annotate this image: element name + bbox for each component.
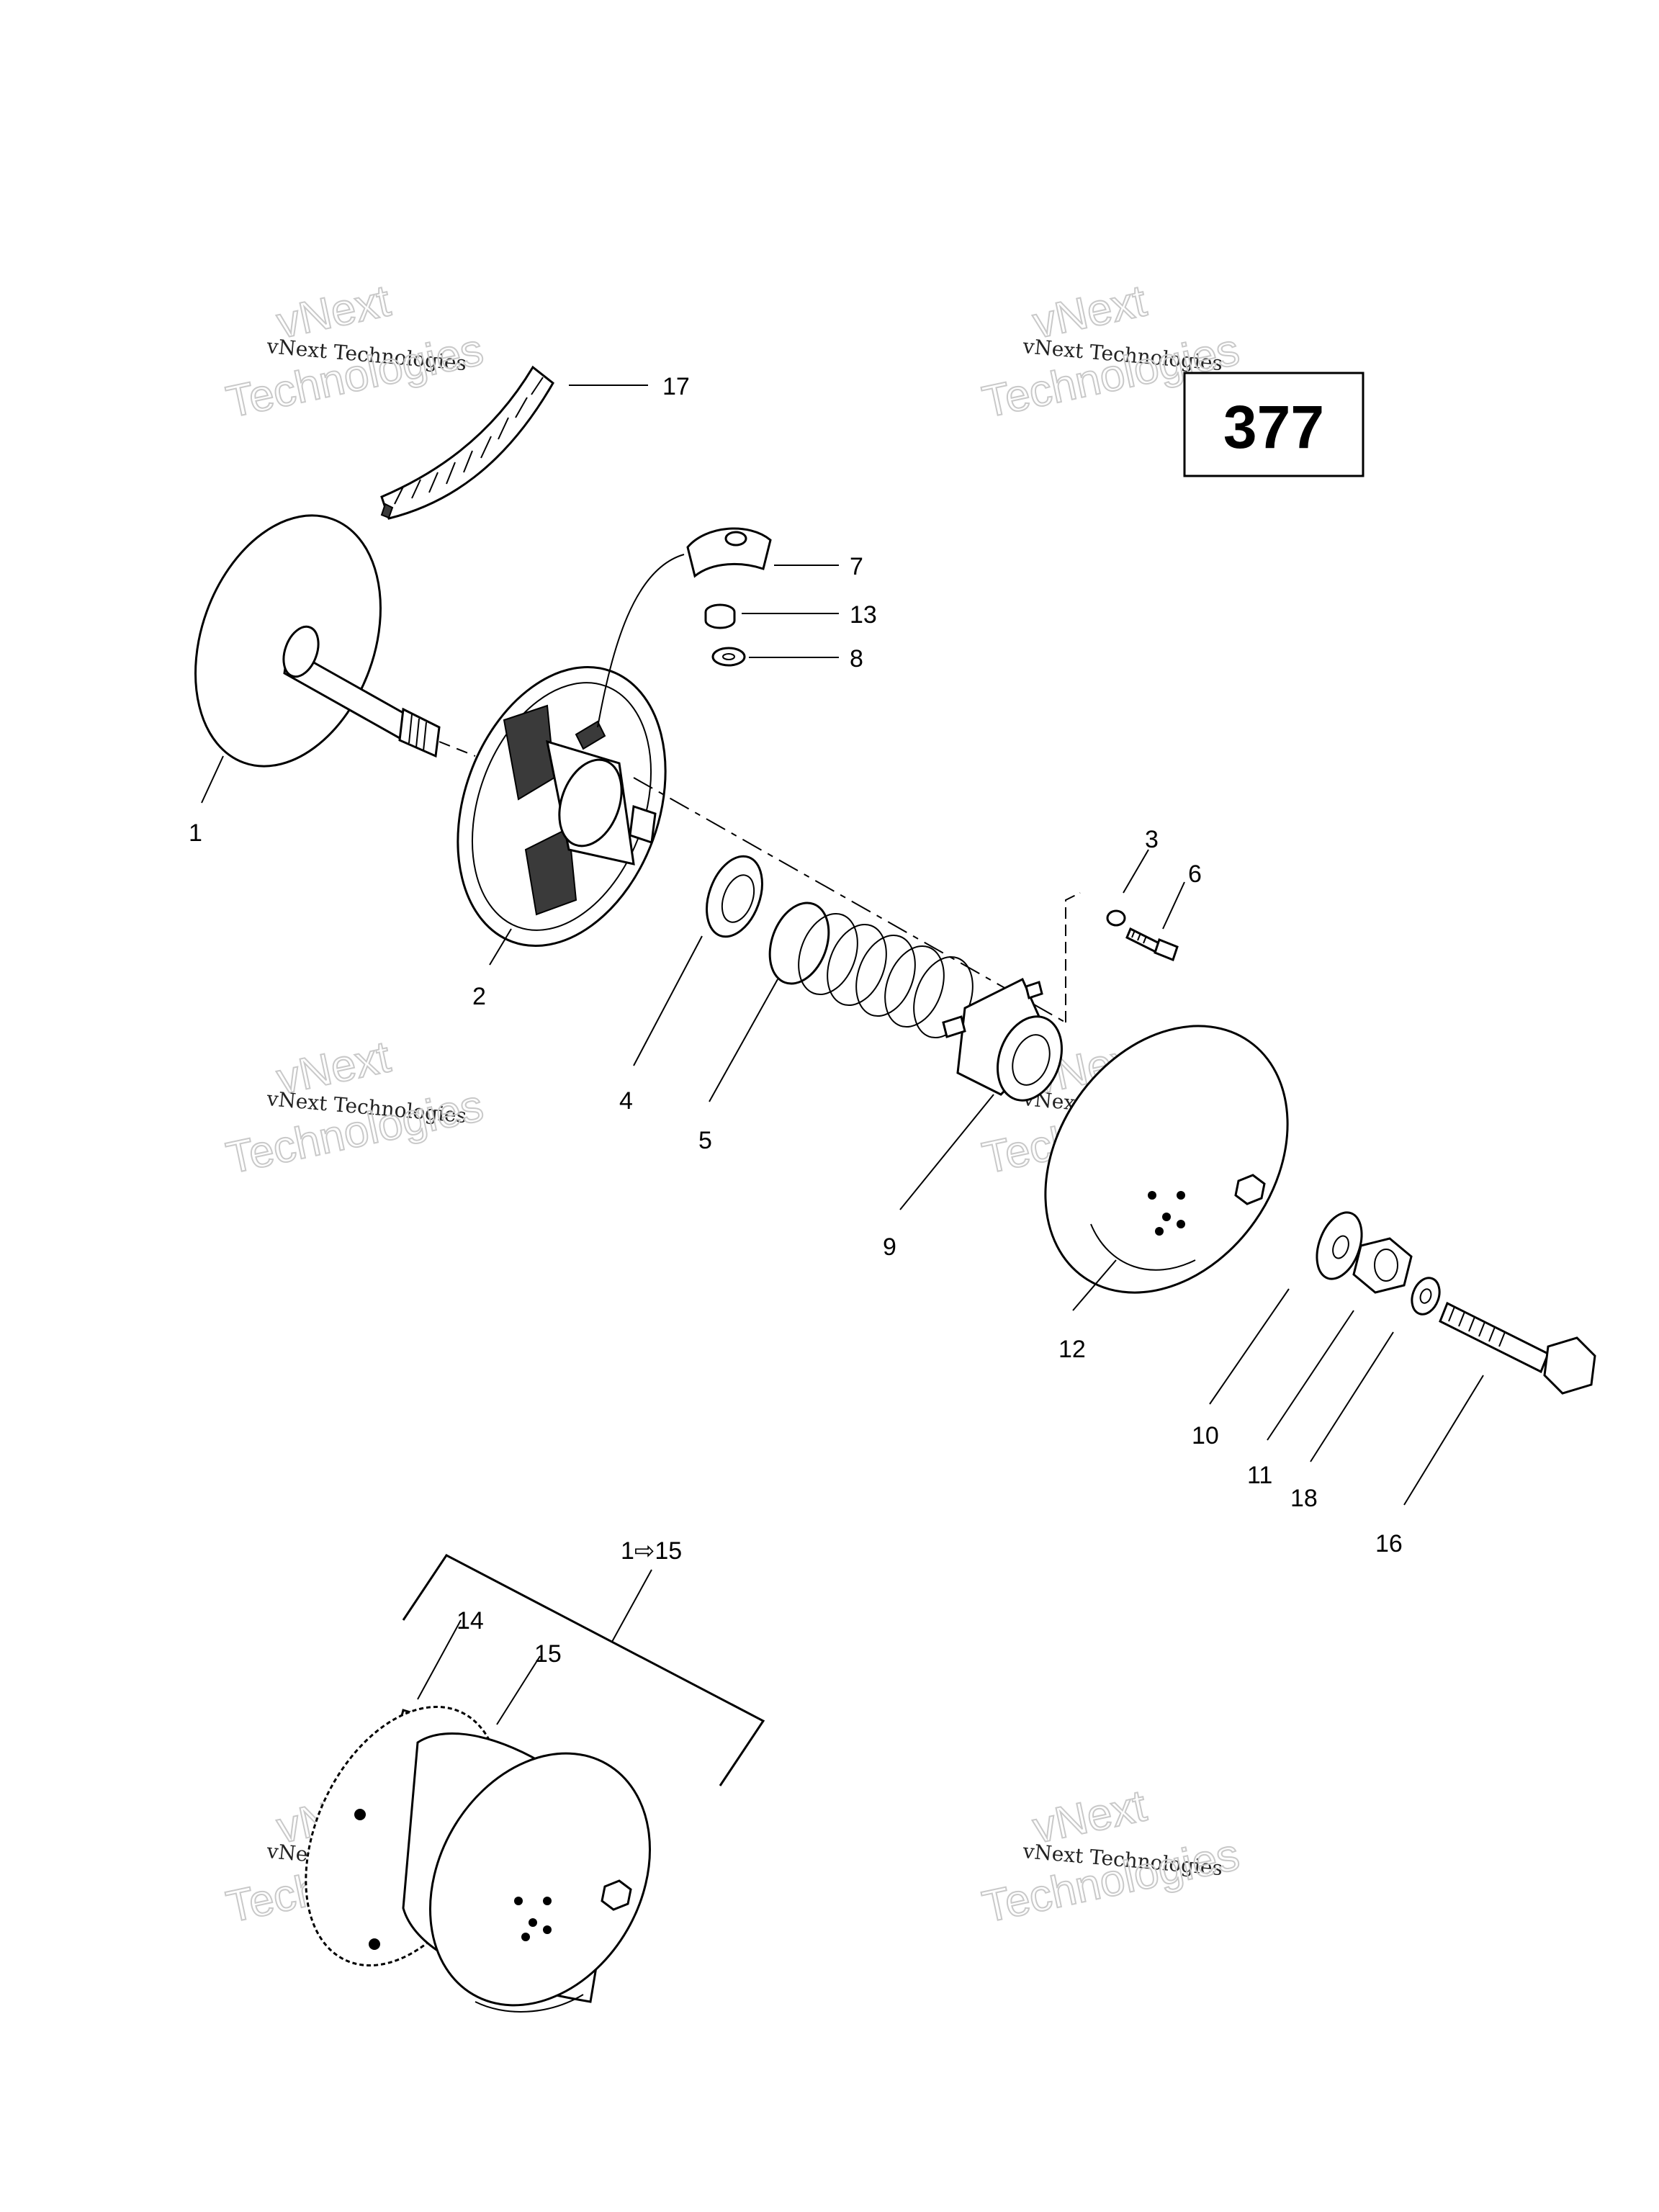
callout-assembly: 1⇨15 [621,1537,682,1565]
screw-part-6 [1125,927,1179,961]
callout-3: 3 [1145,826,1159,853]
callout-17: 17 [662,373,690,400]
callout-4: 4 [619,1087,633,1115]
nut-part-11 [1352,1237,1413,1294]
watermark-line3: Technologies [979,1830,1244,1933]
callout-16: 16 [1375,1530,1403,1557]
page-number-box: 377 [1183,372,1364,477]
slider-shoe-part-7 [597,527,839,728]
callout-6: 6 [1188,860,1202,888]
spring-part-5 [768,902,974,1039]
callout-7: 7 [850,553,863,580]
callout-15: 15 [534,1640,562,1668]
lock-washer-part-18 [1411,1277,1441,1316]
washer-part-8 [711,647,839,667]
callout-labels: 17 7 13 8 1 2 3 6 4 5 9 12 10 11 18 16 1… [189,373,1403,1668]
ring-gear-assembly-part-15 [305,1705,652,2013]
callout-13: 13 [850,601,877,629]
cover-part-12 [1044,1025,1289,1294]
watermark-top-left: vNext vNext Technologies Technologies [222,275,488,428]
bolt-part-16 [1439,1301,1596,1395]
fixed-sheave-part-1 [194,514,476,768]
watermark-line3: Technologies [222,325,487,428]
page-number: 377 [1223,393,1324,461]
callout-1: 1 [189,819,202,847]
callout-9: 9 [883,1233,896,1261]
washer-part-3 [1106,909,1126,927]
callout-11: 11 [1247,1462,1272,1489]
assembly-bracket [402,1554,765,1786]
drive-belt-part-17 [380,365,648,520]
spring-seat-part-4 [706,855,763,938]
callout-10: 10 [1192,1422,1219,1449]
cam-part-9 [942,977,1063,1102]
callout-18: 18 [1290,1485,1318,1512]
callout-12: 12 [1058,1336,1086,1363]
leader-lines [201,755,1484,1725]
callout-5: 5 [698,1127,712,1154]
sliding-sheave-part-2 [457,665,667,948]
callout-14: 14 [457,1607,484,1635]
watermark-mid-left: vNext vNext Technologies Technologies [222,1031,488,1184]
watermark-bottom-right: vNext vNext Technologies Technologies [978,1780,1244,1933]
washer-part-13 [704,603,839,629]
callout-2: 2 [472,983,486,1010]
callout-8: 8 [850,645,863,673]
